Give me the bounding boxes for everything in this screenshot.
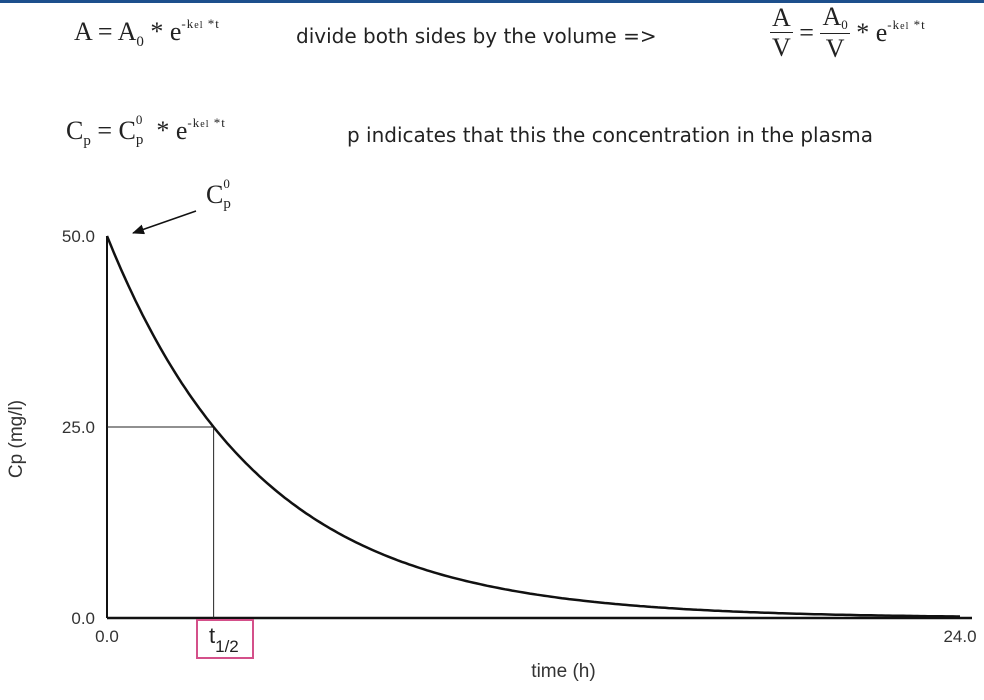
- eq1-sup-a: -k: [181, 16, 195, 31]
- eq2-mid: * e: [849, 18, 888, 48]
- equation-amount-decay: A = A0 * e-kel *t: [74, 16, 220, 51]
- top-accent-bar: [0, 0, 984, 3]
- eq3-sup-a: -k: [187, 115, 201, 130]
- y-axis-label: Cp (mg/l): [6, 400, 27, 478]
- eq1-sup-b: *t: [203, 16, 220, 31]
- eq1-sup-sub: el: [194, 20, 204, 31]
- eq3-sub: p: [83, 133, 91, 149]
- frac1-den: V: [772, 33, 791, 63]
- eq3-stack-dn: p: [135, 132, 144, 149]
- half-life-label-box: t1/2: [196, 619, 254, 659]
- c0-dn: p: [223, 196, 231, 213]
- eq3-mid: * e: [149, 116, 188, 145]
- eq2-equals: =: [792, 17, 821, 47]
- concentration-decay-curve: [105, 235, 960, 618]
- divide-note: divide both sides by the volume =>: [296, 24, 657, 48]
- frac2-den: V: [825, 33, 845, 63]
- c0-up: 0: [223, 176, 230, 192]
- y-tick-label: 25.0: [62, 418, 95, 437]
- eq3-c: C: [66, 116, 84, 145]
- fraction-a0-over-v: A0 V: [820, 2, 850, 64]
- eq1-mid: * e: [143, 17, 182, 46]
- eq3-equals-c: = C: [90, 116, 136, 145]
- eq3-sup-sub: el: [200, 119, 210, 130]
- equation-concentration-fraction: A V = A0 V * e-kel *t: [770, 2, 926, 64]
- c0-arrow: [132, 210, 197, 235]
- eq3-sup-b: *t: [209, 115, 226, 130]
- eq1-sub: 0: [136, 34, 144, 50]
- x-tick-label: 24.0: [943, 627, 976, 646]
- t-half-t: t: [209, 623, 216, 648]
- frac1-num: A: [770, 2, 793, 34]
- y-tick-labels: 0.0 25.0 50.0: [62, 227, 95, 628]
- frac2-num: A: [822, 2, 842, 31]
- y-tick-label: 50.0: [62, 227, 95, 246]
- x-tick-labels: 0.0 24.0: [95, 627, 976, 646]
- t-half-sub: 1/2: [215, 637, 239, 656]
- eq1-lhs: A = A: [74, 17, 137, 46]
- frac2-num-sub: 0: [841, 17, 848, 32]
- plasma-note: p indicates that this the concentration …: [347, 123, 874, 147]
- x-axis-label: time (h): [531, 661, 595, 682]
- eq3-stack-up: 0: [135, 112, 143, 128]
- fraction-a-over-v: A V: [770, 3, 793, 64]
- eq2-sup-sub: el: [900, 21, 910, 33]
- c0-c: C: [206, 180, 224, 209]
- eq2-sup-a: -k: [887, 17, 901, 33]
- x-tick-label: 0.0: [95, 627, 119, 646]
- y-tick-label: 0.0: [71, 609, 95, 628]
- eq2-sup-b: *t: [909, 17, 926, 33]
